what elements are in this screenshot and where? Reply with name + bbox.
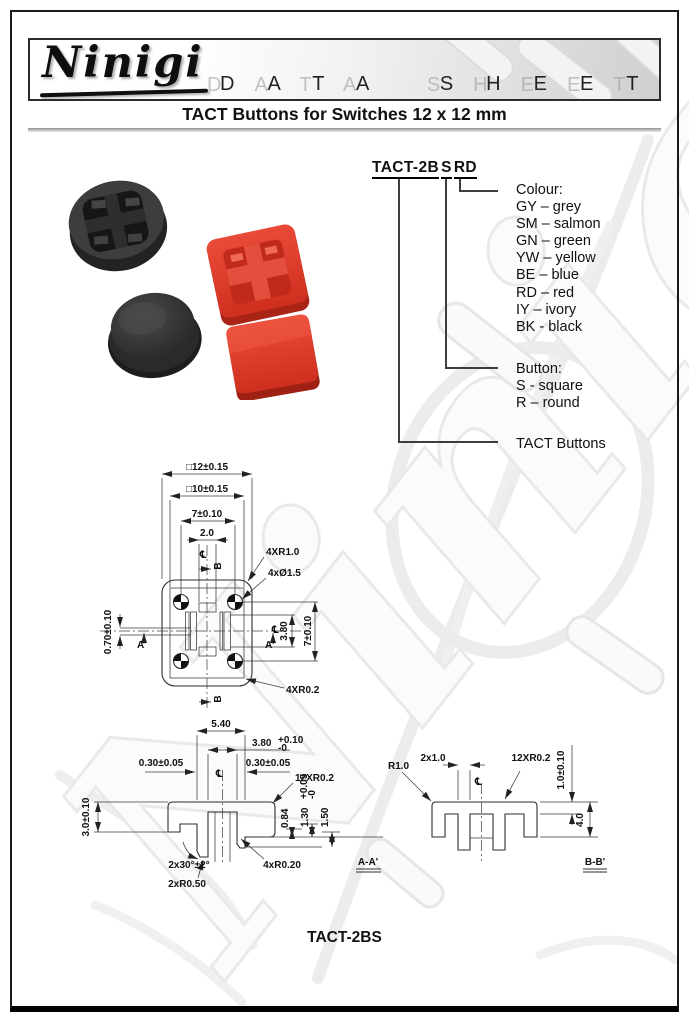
section-aa-dimension-lines [94,728,383,879]
tree-line-colour-vertical [459,179,461,191]
part-number-colour-code: RD [453,159,478,179]
dim-wall-left: 0.30±0.05 [139,758,184,769]
dim-step1: 0.84 [280,808,291,828]
colour-option: SM – salmon [516,216,601,233]
product-photo [68,180,320,400]
tree-line-colour-horizontal [459,190,498,192]
colour-option: GY – grey [516,199,582,216]
dim-total-height: 4.0 [575,813,586,827]
red-square-button-top [226,314,320,400]
top-view-datum-holes [172,593,244,670]
brand-logo: Ninigi [42,38,204,88]
section-bb-dimension-lines [401,745,607,873]
label-stem-radius: 2xR0.50 [168,879,206,890]
dim-step3: 1.50 [320,807,331,827]
tree-line-button-horizontal [445,367,498,369]
button-legend: Button: S - square R – round [516,361,583,412]
label-chamfer-angle: 2x30°±2° [168,860,209,871]
section-marker-a: A [137,640,144,651]
colour-heading: Colour: [516,182,563,198]
black-round-button-top [107,292,202,379]
drawing-section-aa: 5.40 3.80 +0.10 -0 0.30±0.05 0.30±0.05 3… [81,719,383,890]
label-fillet-radius: 4xR0.20 [263,860,301,871]
section-bb-label: B-B' [585,857,605,868]
red-square-button-underside [206,224,310,326]
section-bb-body [431,801,538,851]
section-aa-inner-edges [214,812,231,862]
black-round-button-underside [68,180,168,272]
button-option: R – round [516,395,580,412]
family-label: TACT Buttons [516,436,606,452]
dim-inner-width-tol-minus: -0 [278,743,287,754]
section-marker-b-bottom: B [213,695,224,702]
centerline-symbol-right: ℄ [271,625,279,636]
section-marker-a-prime: A' [265,640,275,651]
dim-slot-width: 0.70±0.10 [103,609,114,654]
dim-inner-width: 3.80 [252,738,272,749]
header: Ninigi DATA SHEET [28,38,661,101]
dim-inner-size: □10±0.15 [186,484,229,495]
dim-cap-height: 3.0±0.10 [81,797,92,836]
dim-inner-width-tol-plus: +0.10 [278,735,304,746]
section-aa-label: A-A' [358,857,378,868]
dim-outer-size: □12±0.15 [186,462,229,473]
dim-stem-width: 5.40 [211,719,231,730]
section-aa-body [167,801,276,858]
top-view-centerlines [100,545,310,710]
colour-option: RD – red [516,284,575,301]
label-hole-diameter: 4xØ1.5 [268,568,301,579]
dim-flange-thickness: 1.0±0.10 [556,750,567,789]
centerline-symbol-aa: ℄ [215,769,223,780]
page-title: TACT Buttons for Switches 12 x 12 mm [182,104,507,124]
centerline-symbol-bb: ℄ [474,777,482,788]
title-divider [28,128,661,132]
tree-line-family-vertical [398,179,400,442]
colour-option: IY – ivory [516,301,577,318]
dim-step2-tolerance: +0.05 -0 [299,773,318,799]
dim-step2: 1.30 [300,807,311,827]
dim-hole-pitch-vertical: 7±0.10 [303,615,314,646]
part-number-button-code: S [441,159,452,179]
header-watermark-shapes [436,40,659,99]
colour-legend: Colour: GY – grey SM – salmon GN – green… [516,182,601,336]
label-inner-radius: 4XR0.2 [286,685,320,696]
dim-hole-pitch: 7±0.10 [192,509,223,520]
label-corner-radius-bb: R1.0 [388,761,410,772]
dim-step2-tol-plus: +0.05 [299,773,310,799]
dim-wall-right: 0.30±0.05 [246,758,291,769]
datasheet-label: DATA SHEET [220,73,661,95]
colour-option: YW – yellow [516,250,596,267]
button-heading: Button: [516,361,562,377]
button-option: S - square [516,378,583,395]
tree-line-family-horizontal [398,441,498,443]
dim-boss-width: 2.0 [200,528,214,539]
colour-option: BE – blue [516,267,579,284]
drawing-section-bb: R1.0 2x1.0 12XR0.2 1.0±0.10 4.0 ℄ B-B' [388,745,607,873]
drawing-title: TACT-2BS [307,929,382,946]
section-marker-b-top: B [213,562,224,569]
label-corner-radius: 4XR1.0 [266,547,300,558]
colour-option: BK - black [516,318,583,335]
dim-stem-walls: 2x1.0 [420,753,445,764]
part-number-prefix: TACT-2B [372,159,440,179]
centerline-symbol-top: ℄ [199,550,207,561]
top-view-dimension-lines [117,471,318,705]
tree-line-button-vertical [445,179,447,368]
dim-step2-tol-minus: -0 [307,790,318,799]
drawing-top-view: □12±0.15 □10±0.15 7±0.10 2.0 0.70±0.10 4… [100,462,320,710]
label-edge-radius-bb: 12XR0.2 [512,753,551,764]
dim-slot-length: 3.80 [279,621,290,641]
colour-option: GN – green [516,233,591,250]
label-edge-radius: 12XR0.2 [295,773,334,784]
